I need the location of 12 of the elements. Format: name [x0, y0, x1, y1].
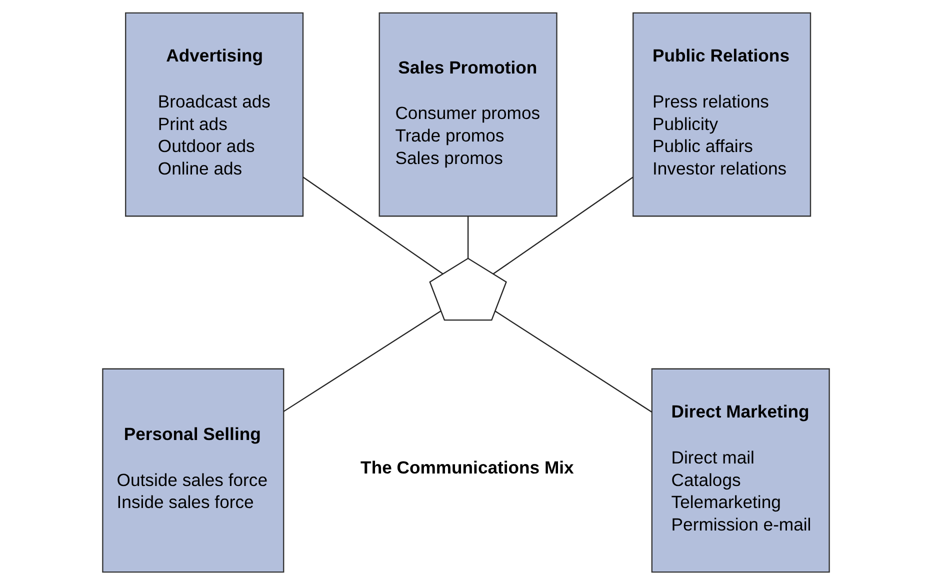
- connector: [302, 176, 443, 274]
- node-box: Sales Promotion Consumer promos Trade promos Sales promos: [378, 12, 557, 217]
- node-box: Advertising Broadcast ads Print ads Outdoor ads Online ads: [124, 12, 304, 217]
- node-box: Direct Marketing Direct mail Catalogs Telemarketing Permission e-mail: [650, 368, 830, 573]
- node-box: Personal Selling Outside sales force Inside sales force: [102, 368, 284, 573]
- connector: [492, 176, 633, 274]
- connector: [466, 216, 468, 258]
- connector: [494, 310, 652, 413]
- label: The Communications Mix: [360, 457, 574, 478]
- node-box: Public Relations Press relations Publicity Public affairs Investor relations: [632, 12, 811, 217]
- node-pentagon: [428, 258, 506, 321]
- connector: [282, 310, 441, 412]
